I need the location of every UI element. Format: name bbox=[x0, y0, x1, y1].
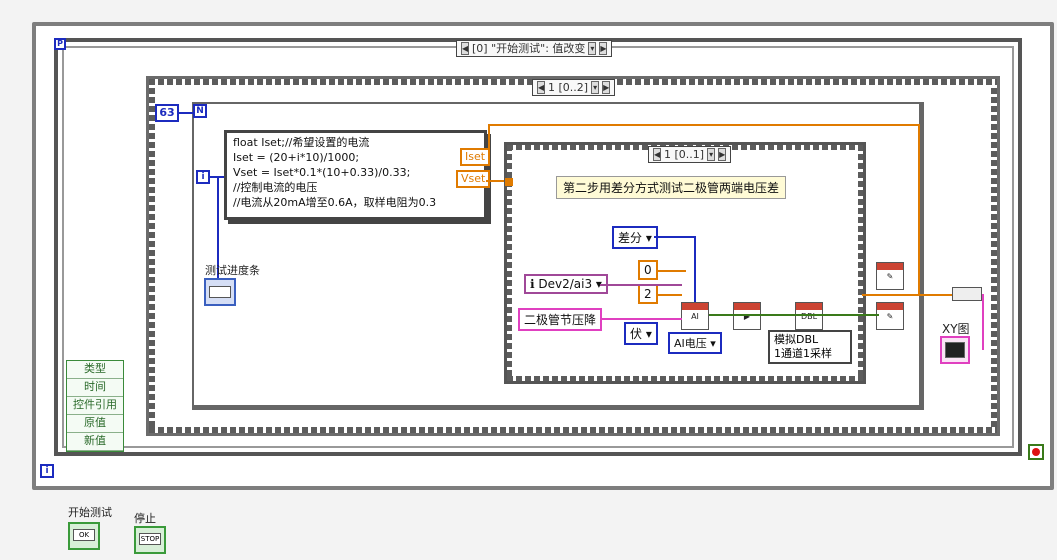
sequence-film-bottom bbox=[149, 427, 997, 433]
event-data-type: 类型 bbox=[67, 361, 123, 379]
inner-dropdown-icon[interactable]: ▾ bbox=[707, 148, 716, 161]
config-wire bbox=[654, 236, 694, 238]
start-test-button[interactable]: OK bbox=[68, 522, 100, 550]
event-case-selector[interactable]: ◀ [0] "开始测试": 值改变 ▾ ▶ bbox=[456, 40, 613, 57]
case-dropdown-icon[interactable]: ▾ bbox=[588, 42, 597, 55]
name-wire bbox=[600, 318, 682, 320]
channel-wire bbox=[600, 284, 682, 286]
event-data-ref: 控件引用 bbox=[67, 397, 123, 415]
xy-graph-label: XY图 bbox=[942, 322, 970, 336]
iset-wire-up bbox=[488, 124, 490, 156]
channel-name-constant[interactable]: 二极管节压降 bbox=[518, 308, 603, 331]
vset-output: Vset bbox=[456, 170, 491, 188]
stop-button[interactable]: STOP bbox=[134, 526, 166, 554]
task-wire bbox=[709, 314, 879, 316]
sequence-selector-label: 1 [0..2] bbox=[548, 81, 589, 94]
inner-film-left bbox=[507, 150, 512, 376]
event-data-new: 新值 bbox=[67, 433, 123, 451]
next-frame-icon[interactable]: ▶ bbox=[602, 81, 611, 94]
while-iteration-terminal: i bbox=[40, 464, 54, 478]
data-out-wire bbox=[862, 294, 952, 296]
inner-selector-label: 1 [0..1] bbox=[664, 148, 705, 161]
progress-label: 测试进度条 bbox=[205, 264, 260, 277]
start-task-vi-icon[interactable]: ▶ bbox=[733, 302, 761, 330]
event-data-node: 类型 时间 控件引用 原值 新值 bbox=[66, 360, 124, 452]
loop-count-constant[interactable]: 63 bbox=[155, 104, 179, 122]
formula-line-3: Vset = Iset*0.1*(10+0.33)/0.33; bbox=[233, 166, 411, 179]
event-terminal: P bbox=[54, 38, 66, 50]
graph-icon bbox=[945, 342, 965, 358]
stop-sign-icon bbox=[1032, 448, 1040, 456]
bundle-node bbox=[952, 287, 982, 301]
graph-wire bbox=[982, 294, 984, 350]
read-mode-line-1: 模拟DBL bbox=[774, 333, 819, 346]
terminal-config-control[interactable]: 差分 ▾ bbox=[612, 226, 658, 249]
sequence-frame-selector[interactable]: ◀ 1 [0..2] ▾ ▶ bbox=[532, 79, 616, 96]
units-control[interactable]: 伏 ▾ bbox=[624, 322, 658, 345]
vset-wire bbox=[486, 180, 508, 182]
inner-film-right bbox=[858, 150, 863, 376]
next-case-icon[interactable]: ▶ bbox=[599, 42, 608, 55]
progress-bar-icon bbox=[209, 286, 231, 298]
formula-line-1: float Iset;//希望设置的电流 bbox=[233, 136, 370, 149]
range-wire bbox=[656, 270, 686, 272]
prev-frame-icon[interactable]: ◀ bbox=[537, 81, 545, 94]
iteration-to-progress-wire bbox=[217, 176, 219, 286]
start-test-label: 开始测试 bbox=[68, 506, 112, 519]
read-vi-icon[interactable]: DBL bbox=[795, 302, 823, 330]
min-value-constant[interactable]: 0 bbox=[638, 260, 658, 280]
loop-count-wire bbox=[179, 112, 193, 114]
stop-button-icon: STOP bbox=[139, 533, 161, 545]
terminal-config-value: 差分 bbox=[618, 231, 643, 245]
event-data-time: 时间 bbox=[67, 379, 123, 397]
inner-prev-icon[interactable]: ◀ bbox=[653, 148, 661, 161]
stop-condition-terminal[interactable] bbox=[1028, 444, 1044, 460]
measurement-type-selector[interactable]: AI电压 ▾ bbox=[668, 332, 722, 354]
physical-channel-control[interactable]: ℹ Dev2/ai3 ▾ bbox=[524, 274, 608, 294]
inner-frame-selector[interactable]: ◀ 1 [0..1] ▾ ▶ bbox=[648, 146, 732, 163]
inner-next-icon[interactable]: ▶ bbox=[718, 148, 727, 161]
read-mode-selector[interactable]: 模拟DBL 1通道1采样 bbox=[768, 330, 852, 364]
formula-node[interactable]: float Iset;//希望设置的电流 Iset = (20+i*10)/10… bbox=[224, 130, 487, 220]
formula-line-4: //控制电流的电压 bbox=[233, 181, 318, 194]
iset-wire-right bbox=[918, 124, 920, 294]
step-note: 第二步用差分方式测试二极管两端电压差 bbox=[556, 176, 787, 199]
sequence-film-right bbox=[991, 85, 997, 427]
iset-wire-top bbox=[488, 124, 920, 126]
config-wire-down bbox=[694, 236, 696, 302]
units-value: 伏 bbox=[630, 327, 643, 341]
clear-task-vi-icon-1[interactable]: ✎ bbox=[876, 262, 904, 290]
progress-bar-indicator bbox=[204, 278, 236, 306]
event-selector-label: [0] "开始测试": 值改变 bbox=[472, 42, 586, 55]
frame-dropdown-icon[interactable]: ▾ bbox=[591, 81, 600, 94]
prev-case-icon[interactable]: ◀ bbox=[461, 42, 469, 55]
ok-button-icon: OK bbox=[73, 529, 95, 541]
inner-film-bottom bbox=[507, 376, 863, 381]
formula-line-5: //电流从20mA增至0.6A，取样电阻为0.3 bbox=[233, 196, 437, 209]
sequence-film-left bbox=[149, 85, 155, 427]
loop-iteration-terminal: i bbox=[196, 170, 210, 184]
max-value-constant[interactable]: 2 bbox=[638, 284, 658, 304]
loop-count-terminal: N bbox=[193, 104, 207, 118]
iset-output: Iset bbox=[460, 148, 491, 166]
event-data-old: 原值 bbox=[67, 415, 123, 433]
xy-graph-indicator bbox=[940, 336, 970, 364]
stop-label: 停止 bbox=[134, 512, 156, 525]
vset-tunnel bbox=[505, 178, 513, 186]
formula-line-2: Iset = (20+i*10)/1000; bbox=[233, 151, 360, 164]
create-channel-vi-icon[interactable]: AI bbox=[681, 302, 709, 330]
channel-value: Dev2/ai3 bbox=[538, 277, 593, 291]
clear-task-vi-icon-2[interactable]: ✎ bbox=[876, 302, 904, 330]
read-mode-line-2: 1通道1采样 bbox=[774, 347, 832, 360]
range-wire-2 bbox=[656, 294, 682, 296]
measurement-type-value: AI电压 bbox=[674, 337, 707, 350]
